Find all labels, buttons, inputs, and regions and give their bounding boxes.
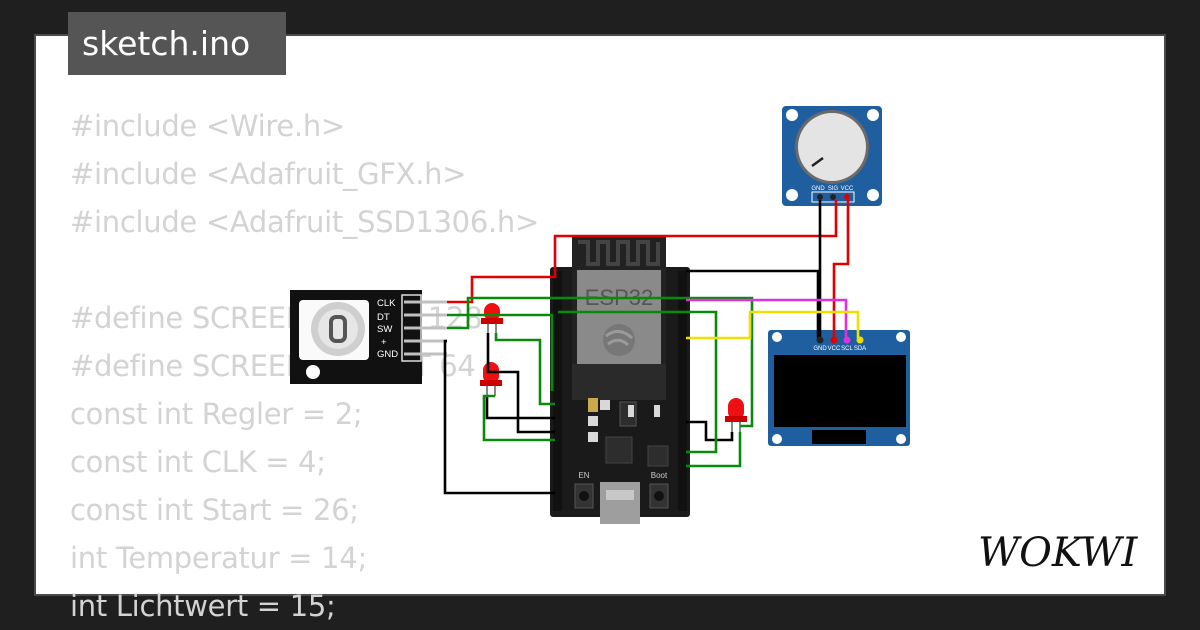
- smd-component: [628, 405, 634, 417]
- smd-component: [647, 445, 669, 467]
- wire-green[interactable]: [686, 432, 742, 468]
- wire-red[interactable]: [553, 200, 838, 271]
- encoder-pin-label: +: [381, 337, 387, 348]
- smd-component: [588, 416, 598, 426]
- oled-pin-label: SCL: [841, 346, 853, 352]
- wire-black[interactable]: [686, 269, 820, 338]
- oled-pin-label: VCC: [828, 346, 841, 352]
- smd-component: [588, 398, 598, 412]
- pot-pin-label: VCC: [841, 186, 854, 192]
- espressif-icon-swirl: [605, 330, 634, 347]
- boot-button-label: Boot: [651, 471, 668, 480]
- wires: [443, 200, 860, 495]
- wire-green[interactable]: [686, 296, 754, 428]
- oled-ribbon: [812, 430, 866, 444]
- smd-component: [654, 405, 660, 417]
- mount-hole: [772, 434, 782, 444]
- rotary-encoder[interactable]: CLK DT SW + GND: [290, 290, 447, 384]
- left-pin-header: [553, 271, 562, 511]
- wokwi-logo-text: WOKWI: [978, 530, 1138, 576]
- oled-pin-label: GND: [813, 346, 827, 352]
- en-button-label: EN: [578, 471, 589, 480]
- wire-red[interactable]: [447, 271, 557, 304]
- mount-hole: [786, 109, 798, 121]
- wire-black[interactable]: [443, 339, 555, 495]
- mount-hole: [867, 189, 879, 201]
- potentiometer[interactable]: GND SIG VCC: [782, 106, 882, 206]
- mount-hole: [896, 434, 906, 444]
- code-line: #include <Adafruit_SSD1306.h>: [70, 205, 539, 239]
- oled-display[interactable]: GND VCC SCL SDA: [768, 330, 910, 446]
- encoder-pin-label: SW: [377, 324, 392, 335]
- wire-magenta[interactable]: [686, 298, 848, 338]
- encoder-pin-label: CLK: [377, 298, 396, 309]
- pot-pin-label: SIG: [828, 186, 839, 192]
- code-line: int Lichtwert = 15;: [70, 589, 336, 623]
- code-listing: #include <Wire.h> #include <Adafruit_GFX…: [70, 102, 539, 630]
- wire-green[interactable]: [482, 394, 555, 442]
- mount-hole: [772, 332, 782, 342]
- encoder-shaft-flat: [329, 315, 347, 343]
- wire-green[interactable]: [494, 333, 555, 406]
- button-cap: [654, 491, 664, 501]
- pot-header: [811, 191, 855, 203]
- mount-hole: [867, 109, 879, 121]
- code-line: #include <Wire.h>: [70, 109, 345, 143]
- wire-yellow[interactable]: [686, 310, 860, 340]
- smd-component: [600, 400, 610, 410]
- code-line: int Temperatur = 14;: [70, 541, 367, 575]
- encoder-pin-label: GND: [377, 349, 398, 360]
- module-edge: [572, 364, 666, 400]
- usb-port: [606, 490, 634, 500]
- code-line: const int CLK = 4;: [70, 445, 326, 479]
- right-pin-header: [678, 271, 687, 511]
- wire-green[interactable]: [558, 310, 718, 454]
- led-red-1[interactable]: [481, 303, 503, 333]
- wokwi-logo[interactable]: WOKWI: [974, 526, 1152, 576]
- antenna-trace: [578, 240, 660, 266]
- wire-black[interactable]: [485, 396, 555, 420]
- wire-green[interactable]: [447, 296, 686, 330]
- wire-green[interactable]: [447, 313, 554, 391]
- pot-pin-label: GND: [811, 186, 825, 192]
- code-line: const int Regler = 2;: [70, 397, 363, 431]
- usb-connector: [600, 482, 640, 524]
- pin-dots: [816, 194, 864, 344]
- led-red-2[interactable]: [480, 362, 502, 396]
- mount-hole: [896, 332, 906, 342]
- code-line: #include <Adafruit_GFX.h>: [70, 157, 467, 191]
- smd-component: [588, 432, 598, 442]
- file-name-tab[interactable]: sketch.ino: [68, 12, 286, 75]
- button-cap: [579, 491, 589, 501]
- esp32-board[interactable]: ESP32 EN Boot: [550, 236, 690, 524]
- wire-black[interactable]: [686, 420, 734, 442]
- pot-knob[interactable]: [798, 113, 866, 181]
- usb-chip: [605, 436, 633, 464]
- code-line: const int Start = 26;: [70, 493, 359, 527]
- wire-black[interactable]: [486, 333, 555, 434]
- pot-indicator: [811, 156, 824, 168]
- encoder-shaft: [318, 309, 358, 349]
- oled-screen: [774, 355, 906, 427]
- oled-pin-label: SDA: [854, 346, 866, 352]
- mount-hole: [306, 365, 320, 379]
- mount-hole: [786, 189, 798, 201]
- encoder-pin-label: DT: [377, 312, 390, 323]
